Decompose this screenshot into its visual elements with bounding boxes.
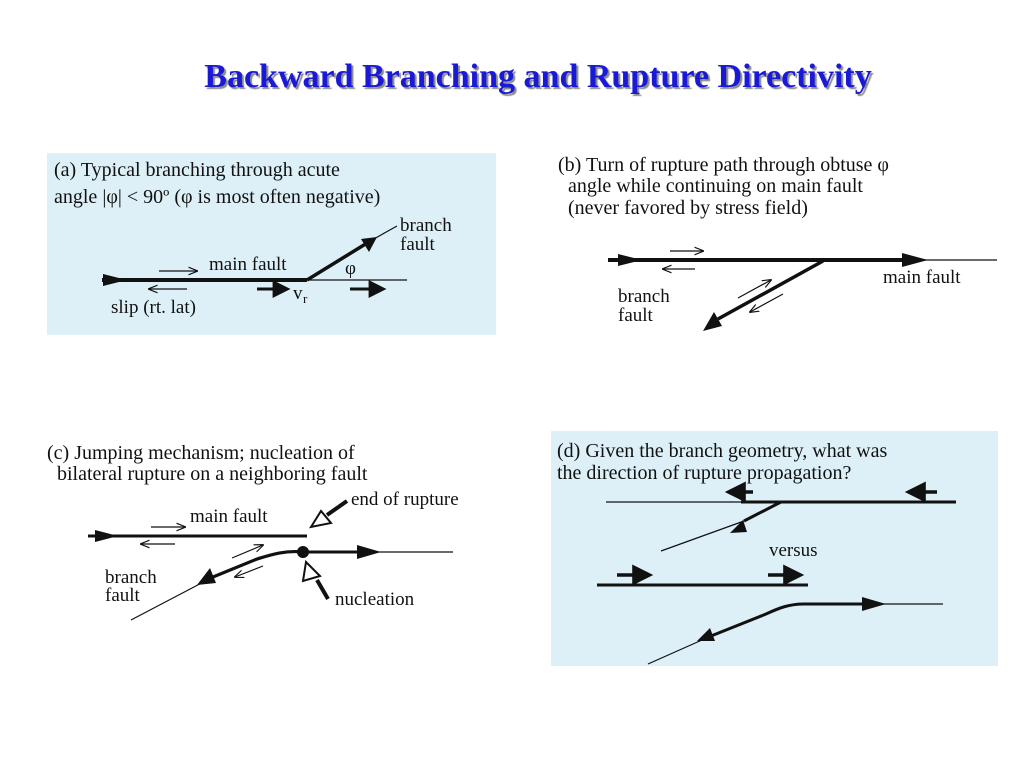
panel-b: (b) Turn of rupture path through obtuse … [555, 150, 1005, 340]
panel-d-lower-right-arrow [862, 597, 886, 611]
panel-b-label-fault: fault [618, 305, 654, 326]
panel-c-label-end: end of rupture [351, 489, 459, 510]
panel-b-branch-slip-lower [750, 293, 784, 312]
panel-a-caption-line2: angle |φ| < 90º (φ is most often negativ… [54, 186, 380, 208]
panel-a-label-v-sub: r [303, 291, 308, 306]
panel-d-upper-branch-line [660, 500, 782, 552]
panel-a-label-fault: fault [400, 234, 436, 255]
panel-a-diagram: branch fault main fault φ v r slip (rt. … [102, 215, 452, 318]
panel-b-branch-arrow [703, 312, 722, 331]
panel-b-caption-line1: (b) Turn of rupture path through obtuse … [558, 154, 889, 176]
panel-b-branch-line [717, 259, 824, 321]
panel-c-label-fault: fault [105, 585, 141, 606]
panel-b-caption-line2: angle while continuing on main fault [568, 175, 863, 197]
panel-d-label-versus: versus [769, 540, 818, 561]
panel-d-lower-branch-arrow [697, 628, 715, 641]
panel-b-label-branch: branch [618, 286, 670, 307]
panel-c-branch-slip-upper [231, 545, 263, 559]
panel-a-rupture-arrow-left [103, 274, 127, 286]
panel-c-branch-fault-line [130, 549, 304, 621]
panel-a-label-v: v [293, 283, 303, 304]
panel-d-caption-line2: the direction of rupture propagation? [557, 462, 852, 484]
panel-c-label-main-fault: main fault [190, 506, 268, 527]
panel-b-rupture-arrow-left [618, 254, 642, 266]
panel-c-rupture-arrow-left [95, 530, 118, 542]
panel-c-nucleation-arrow-shaft [315, 578, 330, 601]
panel-a: (a) Typical branching through acute angl… [47, 153, 496, 335]
panel-a-label-slip: slip (rt. lat) [111, 297, 196, 318]
panel-b-branch-slip-upper [737, 280, 771, 299]
panel-b-rupture-arrow-right [902, 253, 928, 267]
panel-b-diagram: main fault branch fault [608, 150, 997, 331]
panel-c-end-arrow-shaft [325, 499, 349, 517]
panel-a-caption-prefix: angle [54, 186, 98, 208]
panel-c-label-nucleation: nucleation [335, 589, 415, 610]
panel-a-branch-arrow [361, 237, 377, 252]
panel-d-caption-line1: (d) Given the branch geometry, what was [557, 440, 888, 462]
panel-c-caption-line1: (c) Jumping mechanism; nucleation of [47, 442, 355, 464]
panel-b-label-main-fault: main fault [883, 267, 961, 288]
panel-c-diagram: end of rupture main fault branch fault n… [88, 489, 459, 621]
panel-c-label-branch: branch [105, 567, 157, 588]
panel-d-diagram: versus [597, 481, 956, 665]
panel-c-rupture-arrow-right [357, 545, 381, 559]
panel-d-lower-branch-line [647, 602, 943, 665]
panel-c-branch-slip-lower [235, 565, 264, 577]
panel-c-nucleation-arrow-head [301, 559, 322, 583]
panel-a-label-main-fault: main fault [209, 254, 287, 275]
panel-a-caption-line1: (a) Typical branching through acute [54, 159, 340, 181]
panel-b-caption-line3: (never favored by stress field) [568, 197, 808, 219]
panel-a-label-phi: φ [345, 258, 356, 279]
panel-d-upper-branch-arrow [730, 520, 747, 533]
panel-a-label-branch: branch [400, 215, 452, 236]
panel-d: (d) Given the branch geometry, what was … [551, 431, 998, 666]
panel-a-caption-rest: |φ| < 90º (φ is most often negative) [102, 186, 381, 208]
panel-c-branch-arrow [197, 568, 216, 585]
panel-c-end-arrow-head [308, 509, 333, 529]
panel-c-caption-line2: bilateral rupture on a neighboring fault [57, 463, 368, 485]
panel-c: (c) Jumping mechanism; nucleation of bil… [45, 440, 495, 630]
slide-title: Backward Branching and Rupture Directivi… [204, 58, 872, 95]
